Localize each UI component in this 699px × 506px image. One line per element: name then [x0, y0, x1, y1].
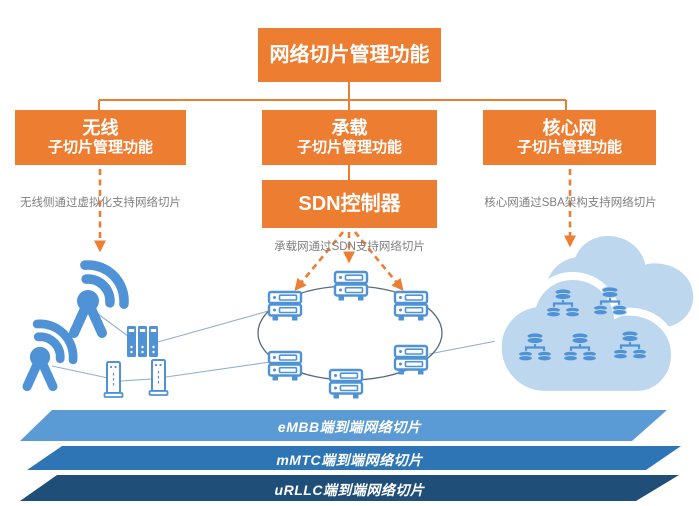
wireless-note: 无线侧通过虚拟化支持网络切片	[20, 197, 181, 209]
slice-bar-mmtc	[27, 446, 681, 470]
tree-connector-lines	[98, 82, 567, 180]
wireless-subslice-subtitle: 子切片管理功能	[47, 139, 153, 157]
slice-bar-urllc	[20, 475, 679, 501]
core-note: 核心网通过SBA架构支持网络切片	[484, 197, 657, 209]
antenna-icon	[27, 324, 73, 387]
slice-label-urllc: uRLLC端到端网络切片	[274, 482, 425, 498]
dashed-arrow-icon	[294, 231, 345, 291]
slice-bars	[20, 410, 681, 501]
cloud-icon	[498, 236, 694, 395]
sdn-controller-label: SDN控制器	[298, 192, 401, 215]
sdn-controller-box: SDN控制器	[262, 180, 437, 228]
router-icon	[393, 290, 429, 322]
antenna-icon	[74, 265, 124, 333]
bearer-subslice-title: 承载	[331, 117, 368, 138]
bearer-subslice-box: 承载 子切片管理功能	[262, 110, 437, 165]
router-icons	[267, 270, 429, 400]
core-subslice-subtitle: 子切片管理功能	[516, 139, 622, 157]
wireless-subslice-box: 无线 子切片管理功能	[15, 110, 186, 165]
wireless-subslice-title: 无线	[82, 117, 119, 138]
router-icon	[328, 368, 364, 400]
root-management-label: 网络切片管理功能	[269, 43, 430, 66]
bearer-subslice-subtitle: 子切片管理功能	[296, 139, 402, 157]
dashed-arrow-icon	[353, 231, 404, 291]
router-icon	[267, 350, 303, 382]
tower-server-icon	[148, 359, 169, 396]
router-icon	[267, 290, 303, 322]
router-icon	[393, 344, 429, 376]
server-rack-icon	[127, 326, 158, 357]
root-management-box: 网络切片管理功能	[258, 28, 441, 82]
router-icon	[333, 270, 369, 302]
core-subslice-box: 核心网 子切片管理功能	[483, 110, 656, 165]
tower-server-icon	[103, 361, 124, 398]
dashed-arrow-icons	[94, 169, 576, 291]
bearer-note: 承载网通过SDN支持网络切片	[274, 241, 425, 253]
core-subslice-title: 核心网	[542, 117, 597, 138]
slice-label-embb: eMBB端到端网络切片	[277, 419, 422, 435]
slice-label-mmtc: mMTC端到端网络切片	[276, 452, 423, 468]
slice-bar-embb	[20, 410, 667, 441]
